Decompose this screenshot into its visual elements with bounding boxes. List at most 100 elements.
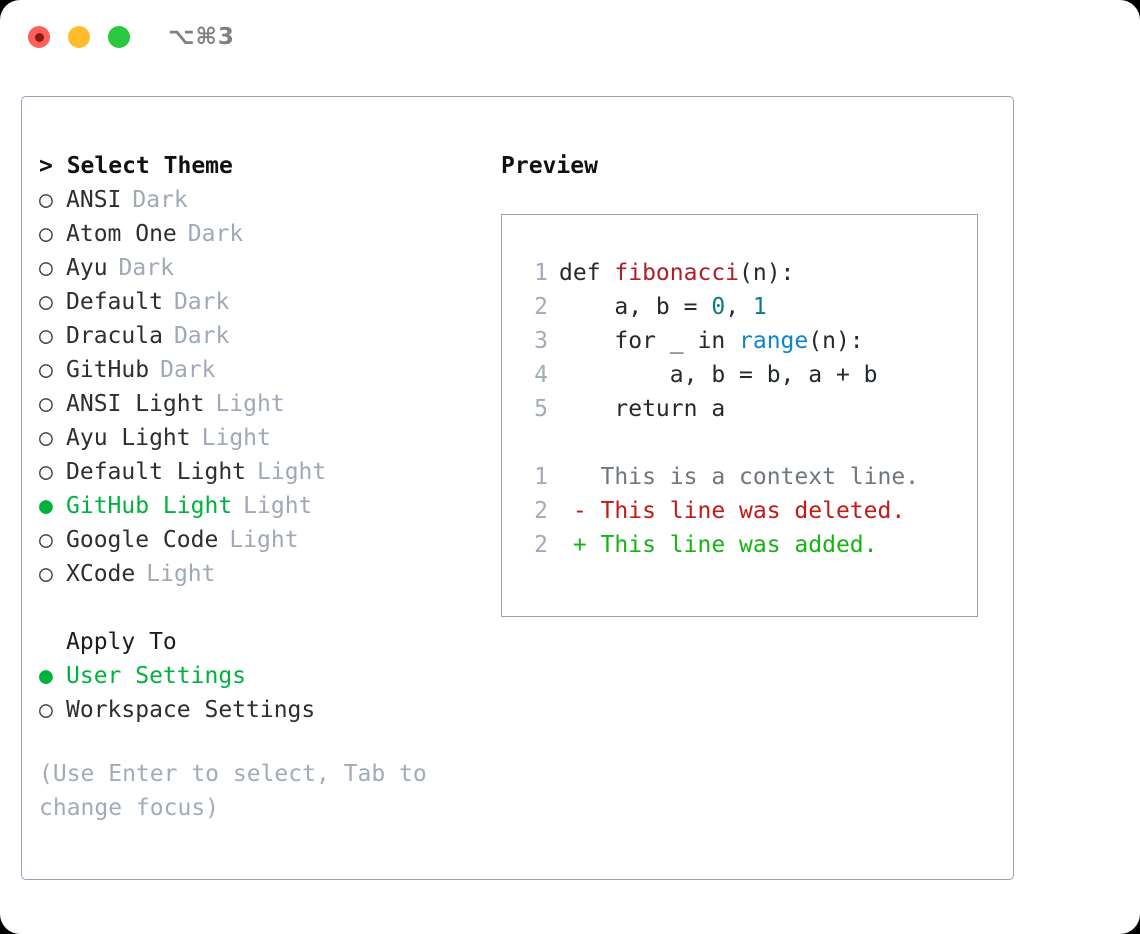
theme-option-name: Ayu bbox=[66, 255, 108, 281]
code-token: (n): bbox=[808, 328, 864, 354]
code-token: fibonacci bbox=[614, 260, 740, 286]
theme-option[interactable]: ○ GitHub Dark bbox=[39, 353, 479, 387]
radio-unselected-icon[interactable]: ○ bbox=[39, 221, 53, 247]
line-number: 2 bbox=[534, 294, 548, 320]
radio-unselected-icon[interactable]: ○ bbox=[39, 425, 53, 451]
theme-option-variant: Light bbox=[215, 391, 285, 417]
code-line-text: return a bbox=[548, 392, 725, 426]
line-number: 2 bbox=[534, 532, 548, 558]
theme-option[interactable]: ○ Default Light Light bbox=[39, 455, 479, 489]
radio-unselected-icon[interactable]: ○ bbox=[39, 255, 53, 281]
theme-option-name: Google Code bbox=[66, 527, 219, 553]
theme-option-variant: Dark bbox=[160, 357, 216, 383]
theme-option-name: Dracula bbox=[66, 323, 163, 349]
theme-option-name: Default Light bbox=[66, 459, 247, 485]
theme-option-variant: Light bbox=[201, 425, 271, 451]
apply-to-header-row: ○ Apply To bbox=[39, 625, 479, 659]
minimize-button[interactable] bbox=[68, 26, 90, 48]
theme-option-name: XCode bbox=[66, 561, 136, 587]
radio-unselected-icon[interactable]: ○ bbox=[39, 323, 53, 349]
radio-unselected-icon[interactable]: ○ bbox=[39, 289, 53, 315]
apply-to-option-name: User Settings bbox=[66, 663, 247, 689]
code-line: 3 for _ in range(n): bbox=[502, 324, 977, 358]
radio-unselected-icon[interactable]: ○ bbox=[39, 357, 53, 383]
theme-option[interactable]: ○ Dracula Dark bbox=[39, 319, 479, 353]
apply-to-header: Apply To bbox=[66, 629, 177, 655]
theme-option-variant: Dark bbox=[173, 289, 230, 315]
radio-unselected-icon[interactable]: ○ bbox=[39, 527, 53, 553]
theme-option-name: Atom One bbox=[66, 221, 177, 247]
traffic-lights bbox=[28, 26, 130, 48]
radio-selected-icon[interactable]: ● bbox=[39, 663, 53, 689]
code-token: 0 bbox=[711, 294, 726, 320]
radio-selected-icon[interactable]: ● bbox=[39, 493, 53, 519]
theme-option-variant: Light bbox=[229, 527, 299, 553]
help-text: (Use Enter to select, Tab to change focu… bbox=[39, 761, 427, 821]
apply-to-option-name: Workspace Settings bbox=[66, 697, 316, 723]
theme-option-name: Default bbox=[66, 289, 163, 315]
radio-unselected-icon[interactable]: ○ bbox=[39, 391, 53, 417]
theme-option-name: ANSI Light bbox=[66, 391, 205, 417]
apply-to-header-bullet-placeholder: ○ bbox=[39, 625, 66, 659]
code-line: 5 return a bbox=[502, 392, 977, 426]
theme-option-variant: Light bbox=[257, 459, 327, 485]
apply-to-option[interactable]: ○ Workspace Settings bbox=[39, 693, 479, 727]
theme-option[interactable]: ○ Ayu Light Light bbox=[39, 421, 479, 455]
line-number: 2 bbox=[534, 498, 548, 524]
code-token: for _ in bbox=[559, 328, 740, 354]
theme-option[interactable]: ○ Default Dark bbox=[39, 285, 479, 319]
line-number: 5 bbox=[534, 396, 548, 422]
title-bar: ⌥⌘3 bbox=[0, 0, 1140, 76]
select-theme-header: > Select Theme bbox=[39, 153, 233, 179]
code-token: def bbox=[559, 260, 615, 286]
radio-unselected-icon[interactable]: ○ bbox=[39, 697, 53, 723]
apply-to-option[interactable]: ● User Settings bbox=[39, 659, 479, 693]
radio-unselected-icon[interactable]: ○ bbox=[39, 459, 53, 485]
code-token: range bbox=[739, 328, 809, 354]
theme-option[interactable]: ○ ANSI Light Light bbox=[39, 387, 479, 421]
theme-option[interactable]: ● GitHub Light Light bbox=[39, 489, 479, 523]
line-number: 1 bbox=[534, 464, 548, 490]
diff-line: 2 + This line was added. bbox=[502, 528, 977, 562]
close-button[interactable] bbox=[28, 26, 50, 48]
theme-option[interactable]: ○ Atom One Dark bbox=[39, 217, 479, 251]
line-number: 3 bbox=[534, 328, 548, 354]
code-token: , bbox=[725, 294, 753, 320]
theme-option-variant: Light bbox=[243, 493, 313, 519]
apply-to-list[interactable]: ● User Settings ○ Workspace Settings bbox=[39, 659, 479, 727]
code-line-text: a, b = 0, 1 bbox=[548, 290, 767, 324]
list-spacer bbox=[39, 591, 479, 625]
preview-gap bbox=[502, 426, 977, 460]
theme-option-variant: Dark bbox=[132, 187, 188, 213]
theme-option-name: GitHub Light bbox=[66, 493, 233, 519]
radio-unselected-icon[interactable]: ○ bbox=[39, 561, 53, 587]
theme-option-name: GitHub bbox=[66, 357, 150, 383]
radio-unselected-icon[interactable]: ○ bbox=[39, 187, 53, 213]
theme-option-variant: Dark bbox=[118, 255, 174, 281]
keyboard-shortcut-label: ⌥⌘3 bbox=[168, 24, 235, 50]
code-line-text: a, b = b, a + b bbox=[548, 358, 878, 392]
preview-header: Preview bbox=[501, 153, 598, 179]
code-token: 1 bbox=[752, 294, 767, 320]
theme-option-name: Ayu Light bbox=[66, 425, 191, 451]
code-line-text: for _ in range(n): bbox=[548, 324, 864, 358]
theme-option-variant: Dark bbox=[187, 221, 244, 247]
theme-option-variant: Dark bbox=[173, 323, 230, 349]
diff-line-text: + This line was added. bbox=[559, 532, 878, 558]
line-number: 1 bbox=[534, 260, 548, 286]
theme-option[interactable]: ○ Ayu Dark bbox=[39, 251, 479, 285]
maximize-button[interactable] bbox=[108, 26, 130, 48]
code-line: 4 a, b = b, a + b bbox=[502, 358, 977, 392]
theme-option[interactable]: ○ Google Code Light bbox=[39, 523, 479, 557]
diff-line-text: - This line was deleted. bbox=[559, 498, 906, 524]
code-line-text: def fibonacci(n): bbox=[548, 256, 794, 290]
